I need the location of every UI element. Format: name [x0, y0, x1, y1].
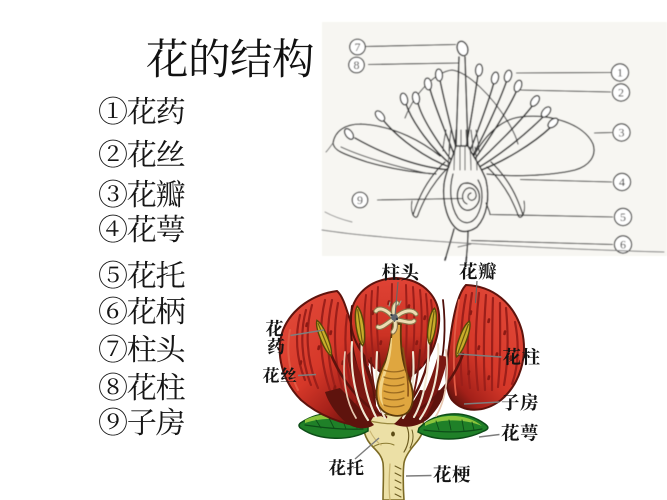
svg-text:8: 8 — [354, 58, 360, 72]
svg-text:3: 3 — [619, 126, 625, 140]
svg-text:2: 2 — [618, 86, 624, 100]
svg-text:9: 9 — [357, 193, 363, 207]
svg-text:5: 5 — [620, 210, 626, 224]
svg-text:4: 4 — [619, 175, 625, 189]
svg-text:7: 7 — [355, 40, 361, 54]
svg-text:6: 6 — [620, 238, 626, 252]
svg-text:1: 1 — [617, 66, 623, 80]
